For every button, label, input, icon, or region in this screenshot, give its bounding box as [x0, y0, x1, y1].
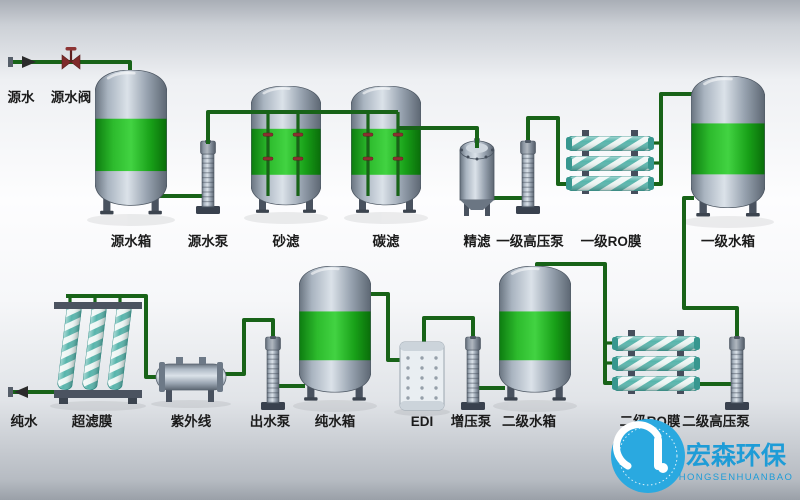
stage1-water-tank — [691, 76, 765, 219]
label-stage1-hp-pump: 一级高压泵 — [496, 233, 564, 249]
pipe-segment — [422, 316, 475, 348]
logo-company-name-en: HONGSENHUANBAO — [679, 472, 794, 483]
outlet-arrow-icon — [14, 386, 28, 398]
pipe-segment — [398, 126, 479, 148]
logo-mark-icon — [611, 419, 685, 493]
label-outlet-pump: 出水泵 — [250, 413, 291, 429]
carbon-filter-tank — [351, 86, 421, 215]
manifold-valve-handles — [262, 132, 404, 161]
label-uv-sterilizer: 紫外线 — [171, 413, 212, 429]
booster-pump — [461, 336, 485, 410]
outlet-pipe-cap — [8, 387, 13, 397]
sand-filter-tank — [251, 86, 321, 215]
stage2-ro-membrane-rack — [612, 330, 700, 394]
label-stage1-ro-membrane: 一级RO膜 — [581, 233, 642, 249]
logo-company-name: 宏森环保 — [686, 441, 787, 470]
label-stage2-water-tank: 二级水箱 — [502, 413, 556, 429]
label-pure-water: 纯水 — [11, 413, 38, 429]
pipe-segment — [66, 294, 159, 379]
pipe-segment — [682, 196, 739, 340]
flow-arrows — [8, 56, 36, 398]
source-tank — [95, 70, 167, 216]
label-sand-filter: 砂滤 — [273, 233, 300, 249]
label-source-pump: 源水泵 — [188, 233, 229, 249]
label-carbon-filter: 碳滤 — [373, 233, 400, 249]
label-source-tank: 源水箱 — [111, 233, 152, 249]
equipment-layer — [54, 47, 765, 411]
label-stage2-hp-pump: 二级高压泵 — [682, 413, 750, 429]
stage1-ro-membrane-rack — [566, 130, 654, 194]
label-stage1-water-tank: 一级水箱 — [701, 233, 755, 249]
pipe-network-front — [206, 110, 479, 196]
source-valve — [61, 47, 81, 70]
company-logo: 宏森环保 HONGSENHUANBAO — [611, 419, 794, 493]
source-pump — [196, 140, 220, 214]
precision-filter — [459, 138, 495, 216]
label-precision-filter: 精滤 — [464, 233, 491, 249]
inlet-arrow-icon — [22, 56, 36, 68]
uv-sterilizer — [155, 357, 227, 402]
uf-membrane-rack — [54, 302, 142, 404]
label-edi: EDI — [411, 414, 434, 429]
label-pure-water-tank: 纯水箱 — [315, 413, 356, 429]
edi-module — [399, 341, 445, 411]
pipe-segment — [206, 110, 398, 144]
pipe-segment — [526, 116, 566, 186]
stage2-hp-pump — [725, 336, 749, 410]
label-booster-pump: 增压泵 — [451, 413, 492, 429]
label-source-valve: 源水阀 — [51, 89, 92, 105]
pure-water-tank — [299, 266, 371, 403]
inlet-pipe-cap — [8, 57, 13, 67]
stage1-hp-pump — [516, 140, 540, 214]
label-source-water: 源水 — [8, 89, 35, 105]
stage2-water-tank — [499, 266, 571, 403]
label-uf-membrane: 超滤膜 — [71, 413, 113, 429]
pipe-segment — [222, 318, 275, 376]
outlet-pump — [261, 336, 285, 410]
